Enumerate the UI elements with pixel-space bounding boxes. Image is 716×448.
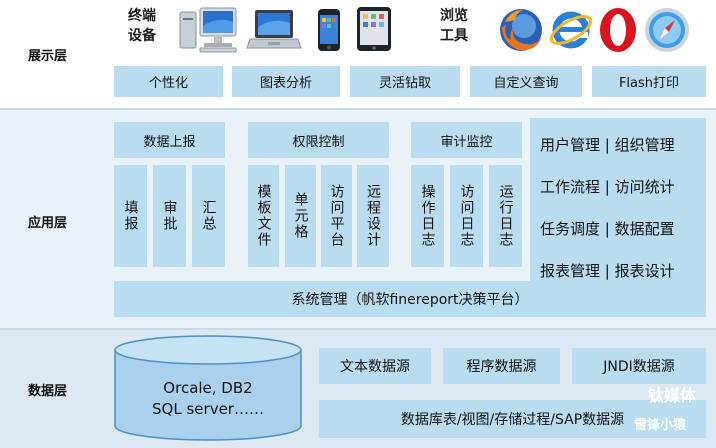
database-cylinder-icon bbox=[114, 335, 302, 441]
divider bbox=[0, 108, 716, 110]
opera-icon bbox=[600, 8, 636, 52]
tablet-icon bbox=[357, 7, 391, 51]
item-approve: 审批 bbox=[153, 165, 186, 267]
management-line-3: 任务调度 | 数据配置 bbox=[540, 220, 675, 238]
management-list: 用户管理 | 组织管理 工作流程 | 访问统计 任务调度 | 数据配置 报表管理… bbox=[530, 118, 706, 292]
item-cell: 单元格 bbox=[285, 165, 316, 267]
group-permission-control-title: 权限控制 bbox=[248, 122, 389, 158]
browser-tools-label: 浏览 工具 bbox=[440, 8, 468, 44]
item-access-log: 访问日志 bbox=[450, 165, 483, 267]
item-remote-design: 远程设计 bbox=[357, 165, 389, 267]
application-layer-label: 应用层 bbox=[28, 216, 68, 231]
group-audit-monitoring-title: 审计监控 bbox=[411, 122, 522, 158]
management-line-1: 用户管理 | 组织管理 bbox=[540, 136, 675, 154]
source-text: 文本数据源 bbox=[319, 348, 431, 384]
internet-explorer-icon bbox=[549, 11, 593, 49]
feature-custom-query: 自定义查询 bbox=[470, 66, 582, 97]
item-fill-report: 填报 bbox=[114, 165, 147, 267]
item-operation-log: 操作日志 bbox=[411, 165, 444, 267]
database-line-1: Orcale, DB2 bbox=[163, 379, 253, 397]
data-layer-label: 数据层 bbox=[28, 384, 68, 399]
smartphone-icon bbox=[318, 9, 340, 51]
system-management-bar: 系统管理（帆软finereport决策平台） bbox=[114, 281, 706, 317]
item-access-platform: 访问平台 bbox=[321, 165, 352, 267]
database-line-2: SQL server…… bbox=[152, 400, 264, 418]
watermark-logo-text: 钛媒体 bbox=[648, 386, 697, 405]
management-line-4: 报表管理 | 报表设计 bbox=[540, 262, 675, 280]
divider bbox=[0, 328, 716, 330]
safari-icon bbox=[645, 8, 689, 52]
management-line-2: 工作流程 | 访问统计 bbox=[540, 178, 675, 196]
item-summary: 汇总 bbox=[192, 165, 225, 267]
desktop-computer-icon bbox=[179, 7, 237, 53]
feature-flash-print: Flash打印 bbox=[592, 66, 706, 97]
group-data-reporting-title: 数据上报 bbox=[114, 122, 225, 158]
feature-chart-analysis: 图表分析 bbox=[232, 66, 340, 97]
source-jndi: JNDI数据源 bbox=[572, 348, 706, 384]
presentation-layer-label: 展示层 bbox=[28, 49, 68, 64]
laptop-icon bbox=[246, 10, 302, 49]
item-template-file: 模板文件 bbox=[248, 165, 279, 267]
terminal-devices-label: 终端 设备 bbox=[128, 8, 156, 44]
item-run-log: 运行日志 bbox=[489, 165, 522, 267]
source-program: 程序数据源 bbox=[443, 348, 560, 384]
feature-flexible-drilldown: 灵活钻取 bbox=[350, 66, 460, 97]
watermark-account-text: 雷锋小猿 bbox=[634, 418, 687, 433]
data-source-bar: 数据库表/视图/存储过程/SAP数据源 bbox=[319, 400, 706, 438]
firefox-icon bbox=[500, 9, 542, 51]
feature-personalization: 个性化 bbox=[114, 66, 223, 97]
